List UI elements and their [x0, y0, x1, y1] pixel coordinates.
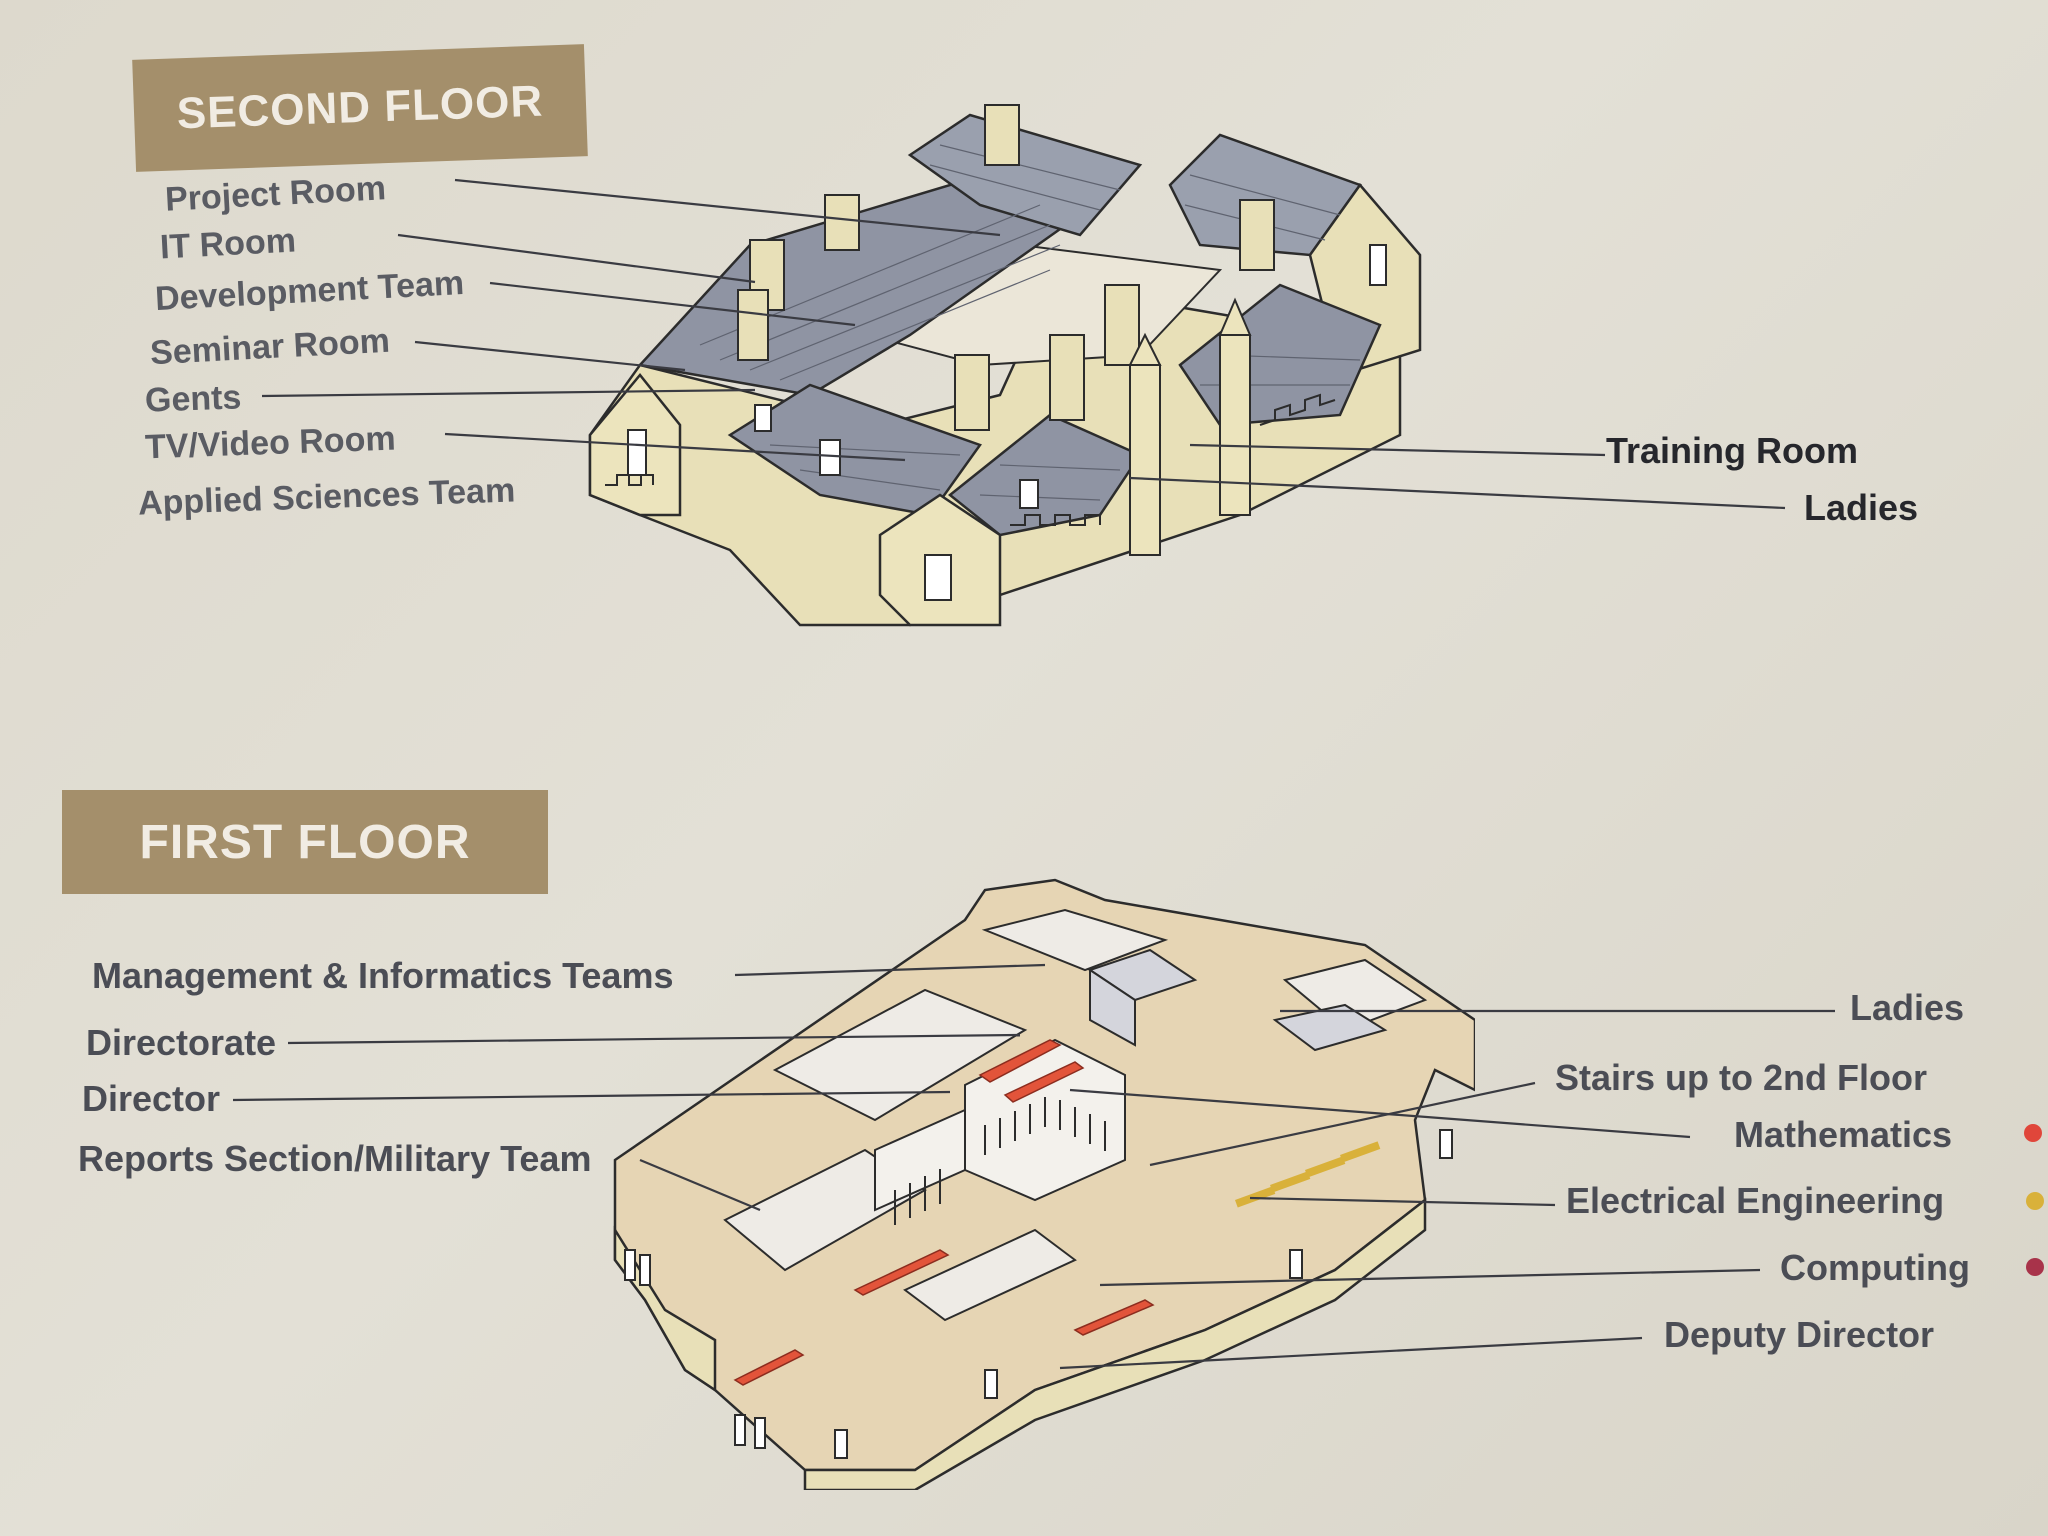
label-directorate: Directorate: [86, 1022, 277, 1063]
leader-line-director: [232, 1090, 951, 1102]
label-stairs-up-to-2nd-floor: Stairs up to 2nd Floor: [1555, 1057, 1928, 1098]
leader-line-seminar-room: [414, 340, 686, 372]
leader-line-directorate: [287, 1033, 1021, 1045]
first-floor-header: FIRST FLOOR: [62, 790, 548, 894]
label-mathematics: Mathematics: [1734, 1114, 1953, 1155]
label-deputy-director: Deputy Director: [1664, 1314, 1935, 1355]
label-management-informatics-teams: Management & Informatics Teams: [92, 955, 674, 996]
label-ladies-first-floor: Ladies: [1850, 987, 1965, 1028]
label-ladies-second-floor: Ladies: [1804, 487, 1919, 528]
leader-line-electrical-engineering: [1249, 1196, 1556, 1207]
label-director: Director: [82, 1078, 221, 1119]
leader-line-mathematics: [1069, 1088, 1691, 1139]
label-gents: Gents: [144, 378, 242, 420]
leader-line-development-team: [489, 281, 856, 327]
leader-line-it-room: [397, 233, 756, 284]
computing-color-dot: [2026, 1258, 2044, 1276]
electrical-engineering-color-dot: [2026, 1192, 2044, 1210]
leader-line-management: [734, 963, 1046, 977]
label-electrical-engineering: Electrical Engineering: [1566, 1180, 1945, 1221]
label-training-room: Training Room: [1606, 430, 1858, 471]
leader-line-computing: [1099, 1268, 1761, 1287]
leader-line-ladies-second: [1129, 476, 1786, 510]
leader-line-deputy-director: [1059, 1336, 1643, 1370]
label-it-room: IT Room: [159, 221, 297, 267]
leader-line-reports-section: [639, 1158, 761, 1212]
leader-line-stairs: [1149, 1081, 1536, 1167]
mathematics-color-dot: [2024, 1124, 2042, 1142]
label-computing: Computing: [1780, 1247, 1970, 1288]
first-floor-building-illustration: [613, 878, 1475, 1490]
leader-line-gents: [261, 388, 756, 398]
label-reports-section-military-team: Reports Section/Military Team: [78, 1138, 592, 1179]
leader-line-tv-video-room: [444, 432, 906, 462]
leader-line-project-room: [454, 178, 1001, 237]
leader-line-training-room: [1189, 443, 1606, 457]
second-floor-building-illustration: [588, 104, 1422, 627]
